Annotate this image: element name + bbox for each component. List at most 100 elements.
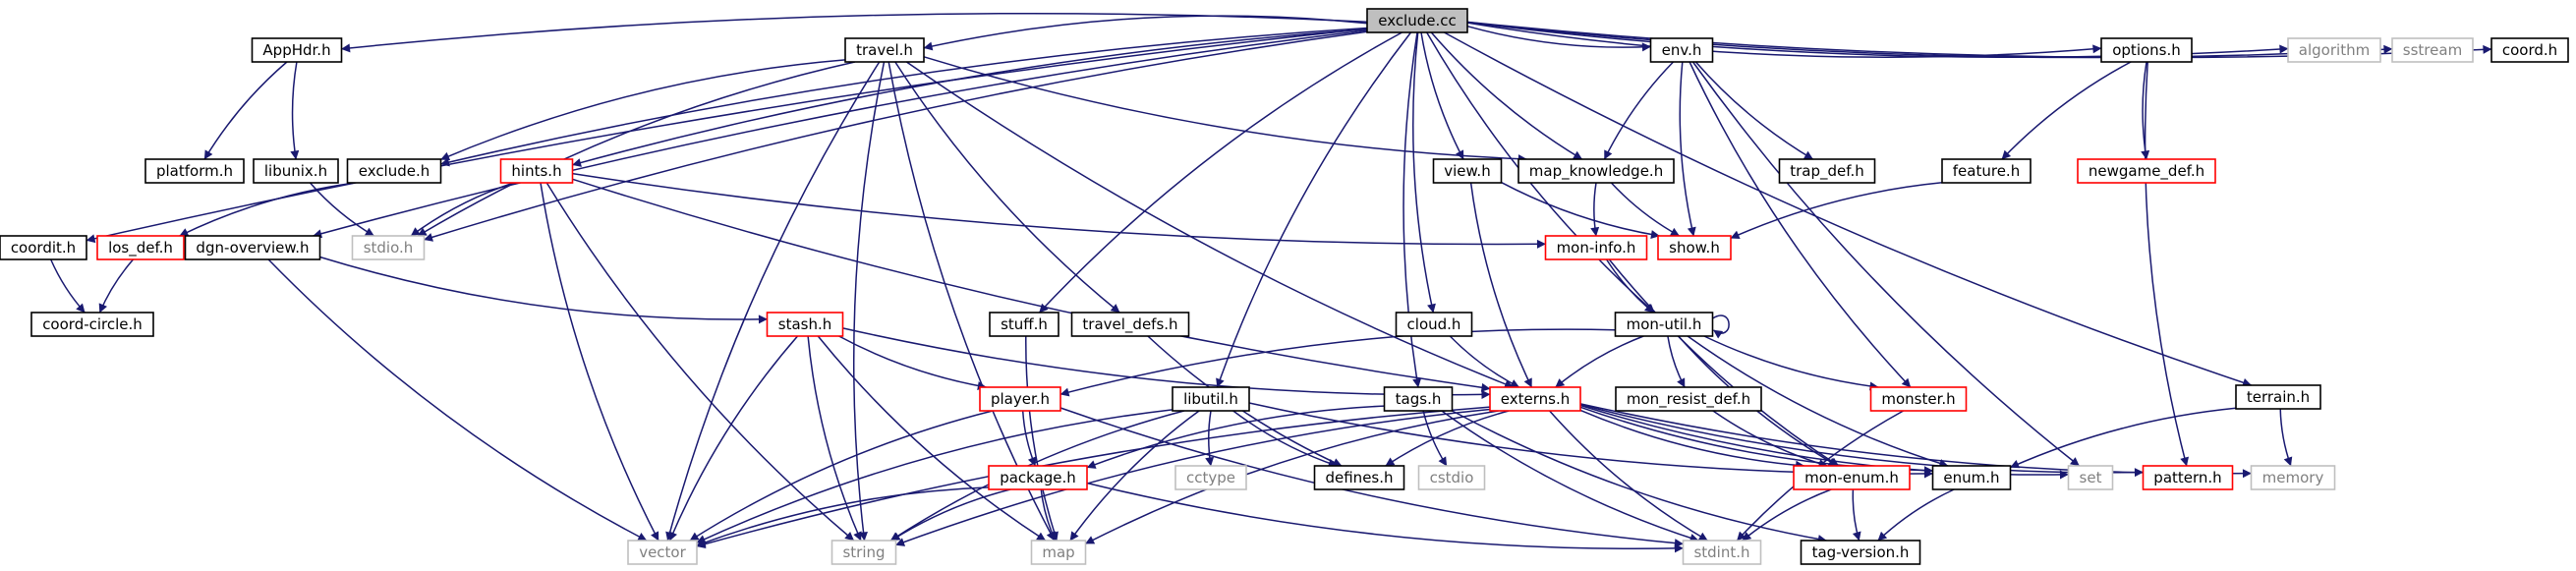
edge-exclude-cc-to-stdio-h <box>424 30 1368 242</box>
node-options-h[interactable]: options.h <box>2100 37 2193 63</box>
node-label: cctype <box>1186 469 1235 486</box>
edge-hints-h-to-stdio-h <box>410 182 515 237</box>
edge-exclude-cc-to-options-h <box>1466 22 2102 58</box>
node-feature-h[interactable]: feature.h <box>1941 158 2032 184</box>
node-trap-def-h[interactable]: trap_def.h <box>1778 158 1876 184</box>
node-los-def-h[interactable]: los_def.h <box>96 235 185 260</box>
node-label: cstdio <box>1430 469 1474 486</box>
node-platform-h[interactable]: platform.h <box>144 158 245 184</box>
edge-package-h-to-vector <box>696 486 990 547</box>
node-box <box>251 37 343 63</box>
edge-env-h-to-monster-h <box>1689 61 1912 388</box>
node-tag-version-h[interactable]: tag-version.h <box>1800 540 1921 565</box>
node-mon-enum-h[interactable]: mon-enum.h <box>1793 465 1911 490</box>
node-string[interactable]: string <box>830 540 897 565</box>
node-terrain-h[interactable]: terrain.h <box>2235 384 2321 410</box>
node-label: coord.h <box>2502 41 2557 59</box>
node-player-h[interactable]: player.h <box>979 386 1061 412</box>
node-box <box>830 540 897 565</box>
edge-stash-h-to-string <box>807 335 862 542</box>
node-coord-h[interactable]: coord.h <box>2490 37 2569 63</box>
edge-travel-h-to-stdio-h <box>417 61 856 237</box>
node-sstream[interactable]: sstream <box>2391 37 2474 63</box>
edge-player-h-to-vector <box>689 410 994 542</box>
node-pattern-h[interactable]: pattern.h <box>2142 465 2234 490</box>
node-label: dgn-overview.h <box>196 239 309 257</box>
node-label: defines.h <box>1325 469 1393 486</box>
node-mon-util-h[interactable]: mon-util.h <box>1614 312 1714 337</box>
node-label: trap_def.h <box>1790 162 1863 181</box>
node-libutil-h[interactable]: libutil.h <box>1172 386 1250 412</box>
edge-externs-h-to-defines-h <box>1385 410 1510 467</box>
edge-mon-util-h-to-player-h <box>1059 328 1616 397</box>
node-exclude-cc[interactable]: exclude.cc <box>1366 8 1468 33</box>
node-memory[interactable]: memory <box>2250 465 2336 490</box>
node-label: los_def.h <box>108 239 173 257</box>
node-stdio-h[interactable]: stdio.h <box>351 235 426 260</box>
node-enum-h[interactable]: enum.h <box>1931 465 2012 490</box>
node-monster-h[interactable]: monster.h <box>1869 386 1968 412</box>
node-label: coordit.h <box>11 239 76 257</box>
node-dgn-overview-h[interactable]: dgn-overview.h <box>184 235 321 260</box>
node-mon-resist-def-h[interactable]: mon_resist_def.h <box>1615 386 1762 412</box>
node-box <box>2142 465 2234 490</box>
node-package-h[interactable]: package.h <box>988 465 1088 490</box>
node-label: mon_resist_def.h <box>1627 390 1750 409</box>
node-label: exclude.cc <box>1378 12 1457 29</box>
edge-exclude-cc-to-env-h <box>1466 25 1651 52</box>
edge-libutil-h-to-string <box>889 410 1184 542</box>
node-hints-h[interactable]: hints.h <box>499 158 574 184</box>
node-box <box>1941 158 2032 184</box>
edge-externs-h-to-stdint-h <box>1549 410 1708 542</box>
node-map-knowledge-h[interactable]: map_knowledge.h <box>1517 158 1675 184</box>
node-map[interactable]: map <box>1030 540 1087 565</box>
node-coordit-h[interactable]: coordit.h <box>0 235 87 260</box>
edge-exclude-cc-to-terrain-h <box>1444 31 2253 387</box>
edge-apphdr-h-to-platform-h <box>203 61 288 160</box>
node-cstdio[interactable]: cstdio <box>1417 465 1486 490</box>
node-coord-circle-h[interactable]: coord-circle.h <box>30 312 154 337</box>
node-vector[interactable]: vector <box>627 540 698 565</box>
node-cloud-h[interactable]: cloud.h <box>1395 312 1473 337</box>
node-stuff-h[interactable]: stuff.h <box>989 312 1059 337</box>
node-box <box>96 235 185 260</box>
node-libunix-h[interactable]: libunix.h <box>253 158 339 184</box>
node-externs-h[interactable]: externs.h <box>1489 386 1581 412</box>
node-set[interactable]: set <box>2067 465 2114 490</box>
node-cctype[interactable]: cctype <box>1174 465 1247 490</box>
node-env-h[interactable]: env.h <box>1649 37 1714 63</box>
node-exclude-h[interactable]: exclude.h <box>346 158 442 184</box>
edge-map-knowledge-h-to-mon-info-h <box>1590 182 1600 237</box>
node-apphdr-h[interactable]: AppHdr.h <box>251 37 343 63</box>
node-label: terrain.h <box>2247 388 2310 406</box>
node-view-h[interactable]: view.h <box>1432 158 1503 184</box>
node-mon-info-h[interactable]: mon-info.h <box>1544 235 1648 260</box>
node-algorithm[interactable]: algorithm <box>2287 37 2381 63</box>
edge-travel-h-to-vector <box>665 61 881 542</box>
node-box <box>30 312 154 337</box>
edge-exclude-cc-to-sstream <box>1466 21 2393 59</box>
node-box <box>989 312 1059 337</box>
node-tags-h[interactable]: tags.h <box>1383 386 1454 412</box>
node-label: pattern.h <box>2153 469 2221 486</box>
node-stdint-h[interactable]: stdint.h <box>1682 540 1762 565</box>
edge-travel-h-to-map-knowledge-h <box>923 56 1527 164</box>
node-stash-h[interactable]: stash.h <box>766 312 844 337</box>
edge-externs-h-to-map <box>1085 410 1499 544</box>
node-newgame-def-h[interactable]: newgame_def.h <box>2077 158 2216 184</box>
edge-env-h-to-map-knowledge-h <box>1603 61 1675 160</box>
node-box <box>1383 386 1454 412</box>
node-defines-h[interactable]: defines.h <box>1313 465 1405 490</box>
node-box <box>1366 8 1468 33</box>
edge-exclude-cc-to-dgn-overview-h <box>313 29 1368 239</box>
node-show-h[interactable]: show.h <box>1657 235 1732 260</box>
edge-travel-h-to-travel-defs-h <box>894 61 1120 314</box>
edge-options-h-to-feature-h <box>2001 61 2132 160</box>
edge-stash-h-to-map <box>817 335 1047 542</box>
edge-dgn-overview-h-to-vector <box>267 258 648 542</box>
node-travel-h[interactable]: travel.h <box>844 37 925 63</box>
edge-exclude-cc-to-view-h <box>1420 31 1464 160</box>
node-box <box>1517 158 1675 184</box>
node-travel-defs-h[interactable]: travel_defs.h <box>1070 312 1190 337</box>
